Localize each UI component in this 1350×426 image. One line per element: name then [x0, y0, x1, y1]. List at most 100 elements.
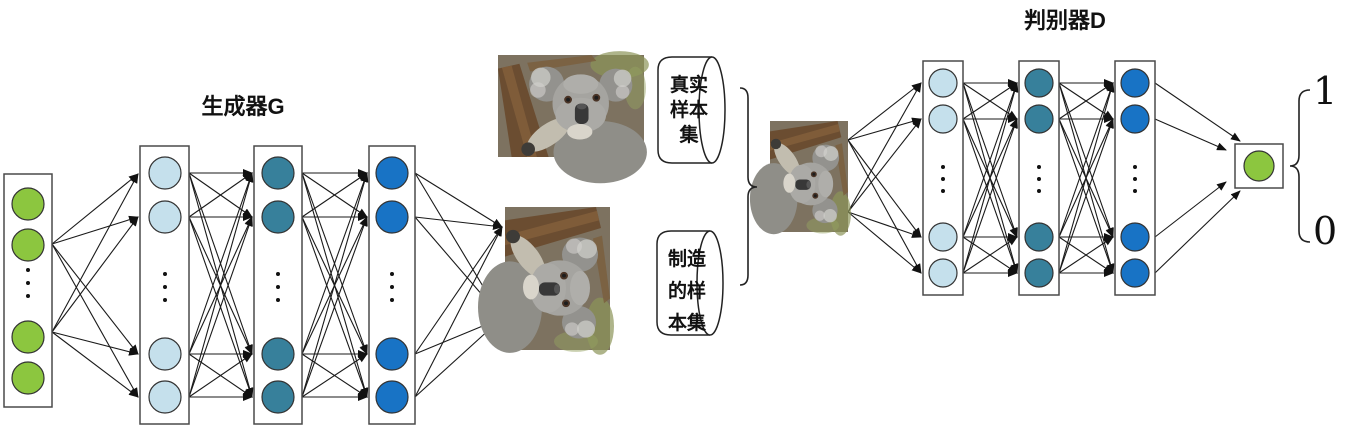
discriminator-title: 判别器D — [1024, 8, 1106, 33]
connection-arrow — [847, 117, 922, 141]
discriminator-layer-3-neuron — [1120, 222, 1150, 252]
fake-sample-koala-photo — [478, 207, 614, 355]
discriminator-layer-3-neuron — [1120, 104, 1150, 134]
connection-arrow — [847, 118, 922, 213]
discriminator-layer-1-neuron — [928, 222, 958, 252]
generator-hidden-layer-2-neuron — [261, 337, 295, 371]
connection-arrow — [51, 243, 139, 398]
generator-hidden-layer-2-ellipsis-dot — [276, 298, 280, 302]
connection-arrow — [301, 216, 368, 398]
connection-arrow — [1058, 82, 1114, 120]
edge-group-d3-to-output-node — [1154, 82, 1241, 274]
discriminator-layer-1-neuron — [928, 258, 958, 288]
connection-arrow — [1154, 82, 1241, 142]
connection-arrow — [962, 236, 1018, 274]
generator-hidden-layer-1-ellipsis-dot — [163, 298, 167, 302]
connection-arrow — [847, 139, 922, 238]
discriminator-layer-2-ellipsis-dot — [1037, 165, 1041, 169]
discriminator-layer-3-neuron — [1120, 258, 1150, 288]
discriminator-layer-1 — [922, 60, 964, 296]
output-value-fake: 0 — [1313, 209, 1337, 253]
discriminator-input-koala-photo — [749, 121, 851, 236]
output-node-group — [1234, 143, 1284, 189]
discriminator-layer-2-neuron — [1024, 222, 1054, 252]
generator-input-layer-neuron — [11, 228, 45, 262]
connection-arrow — [414, 226, 503, 398]
generator-input-layer-neuron — [11, 320, 45, 354]
generator-output-layer-neuron — [375, 156, 409, 190]
connection-arrow — [301, 172, 369, 398]
connection-arrow — [1154, 118, 1227, 151]
generator-output-layer-ellipsis-dot — [390, 285, 394, 289]
discriminator-layer-1-ellipsis-dot — [941, 189, 945, 193]
real-samples-label-line2: 样本 — [670, 98, 708, 121]
connection-arrow — [51, 331, 139, 356]
generator-hidden-layer-2-neuron — [261, 380, 295, 414]
connection-arrow — [414, 226, 503, 355]
connection-arrow — [51, 243, 139, 355]
generator-hidden-layer-1-neuron — [148, 200, 182, 234]
discriminator-layer-1-neuron — [928, 104, 958, 134]
connection-arrow — [1058, 118, 1114, 274]
connection-arrow — [847, 139, 922, 274]
connection-arrow — [847, 211, 922, 238]
fake-samples-label-line2: 的样 — [668, 279, 706, 302]
output-brace — [1289, 89, 1311, 243]
generator-hidden-layer-1-ellipsis-dot — [163, 272, 167, 276]
discriminator-layer-3-neuron — [1120, 68, 1150, 98]
connection-arrow — [301, 353, 368, 398]
connection-arrow — [414, 172, 503, 228]
discriminator-layer-2-neuron — [1024, 68, 1054, 98]
generator-input-layer — [3, 173, 53, 408]
connection-arrow — [1058, 82, 1115, 274]
connection-arrow — [847, 82, 922, 141]
real-samples-cylinder: 真实 样本 集 — [657, 56, 726, 164]
connection-arrow — [188, 353, 253, 398]
generator-hidden-layer-2-neuron — [261, 156, 295, 190]
generator-input-layer-ellipsis-dot — [26, 294, 30, 298]
generator-hidden-layer-1-ellipsis-dot — [163, 285, 167, 289]
network-layers — [3, 60, 1156, 425]
connection-arrow — [414, 216, 503, 230]
edge-group-hidden1-to-hidden2 — [188, 169, 254, 401]
discriminator-layer-3-ellipsis-dot — [1133, 189, 1137, 193]
generator-input-layer-neuron — [11, 361, 45, 395]
discriminator-layer-2 — [1018, 60, 1060, 296]
discriminator-layer-3-ellipsis-dot — [1133, 177, 1137, 181]
edge-group-hidden2-to-output — [301, 169, 369, 401]
generator-output-layer — [368, 145, 416, 425]
connection-arrow — [188, 216, 253, 398]
generator-hidden-layer-1 — [139, 145, 190, 425]
discriminator-layer-2-ellipsis-dot — [1037, 177, 1041, 181]
generator-hidden-layer-1-neuron — [148, 380, 182, 414]
edge-group-input-to-hidden1 — [51, 173, 139, 398]
discriminator-layer-1-ellipsis-dot — [941, 177, 945, 181]
generator-title: 生成器G — [201, 94, 284, 119]
edge-group-d1-to-d2 — [962, 79, 1019, 277]
connection-arrow — [1058, 82, 1114, 238]
fake-samples-label-line1: 制造 — [668, 247, 707, 270]
edge-group-sample-image-to-d1 — [847, 82, 922, 274]
discriminator-layer-3-ellipsis-dot — [1133, 165, 1137, 169]
connection-arrow — [301, 172, 368, 218]
generator-output-layer-ellipsis-dot — [390, 272, 394, 276]
discriminator-layer-2-neuron — [1024, 258, 1054, 288]
fake-samples-label-line3: 本集 — [668, 311, 707, 334]
connection-arrow — [51, 331, 139, 398]
discriminator-layer-1-neuron — [928, 68, 958, 98]
fake-samples-cylinder: 制造 的样 本集 — [656, 230, 724, 336]
connection-arrow — [51, 173, 139, 245]
connection-arrow — [1154, 181, 1227, 238]
network-connections — [51, 79, 1241, 401]
generator-output-layer-neuron — [375, 337, 409, 371]
connection-arrow — [847, 211, 922, 274]
merge-brace — [739, 87, 758, 286]
output-value-real: 1 — [1313, 69, 1337, 113]
generator-output-layer-neuron — [375, 200, 409, 234]
edge-group-d2-to-d3 — [1058, 79, 1115, 277]
real-samples-label-line1: 真实 — [670, 73, 708, 96]
connection-arrow — [962, 82, 1018, 120]
discriminator-layer-2-ellipsis-dot — [1037, 189, 1041, 193]
generator-output-layer-ellipsis-dot — [390, 298, 394, 302]
